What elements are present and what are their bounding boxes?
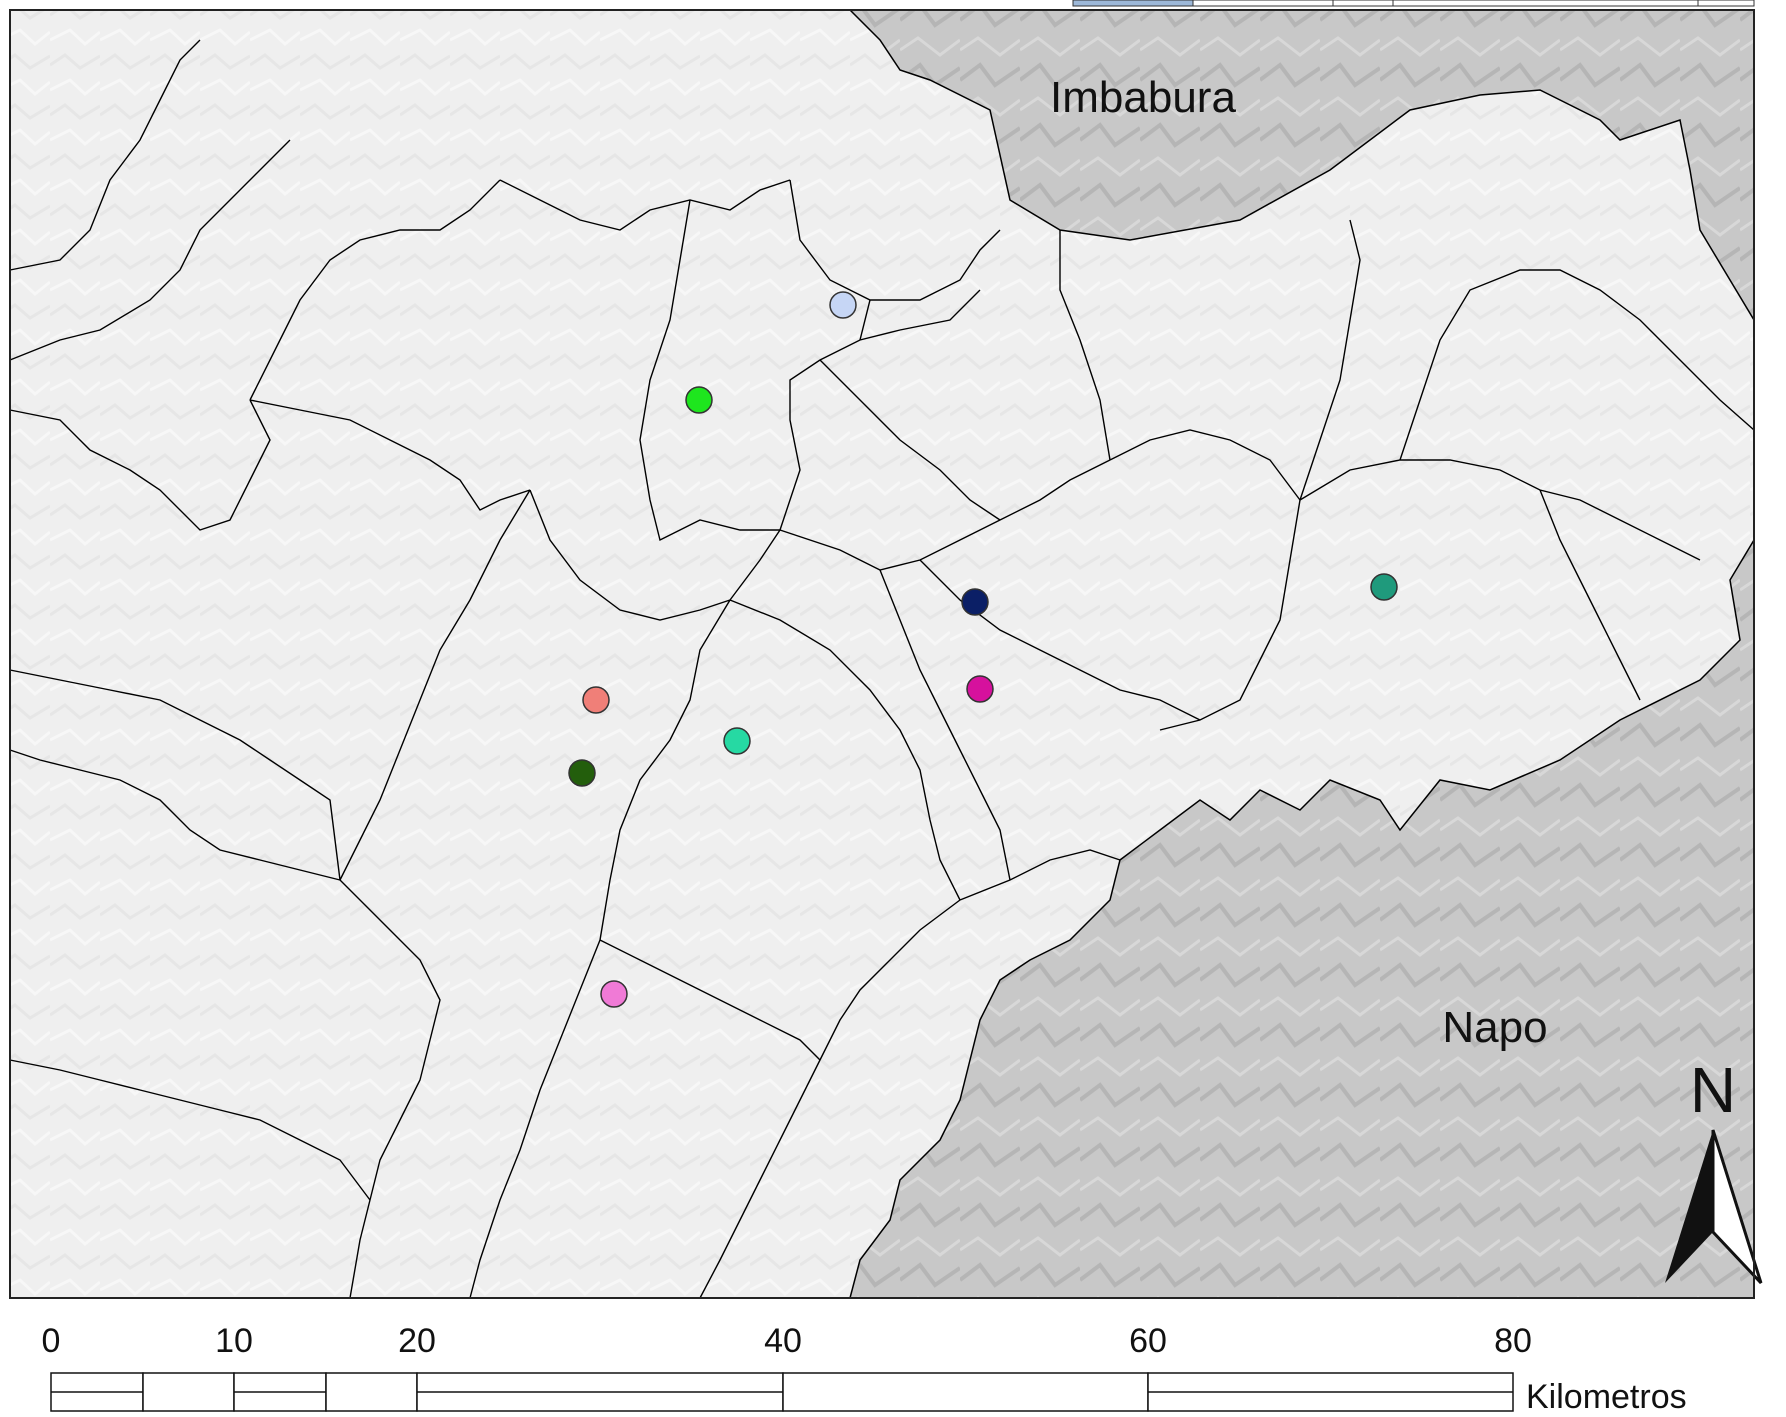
site-marker[interactable] (1370, 573, 1398, 601)
scale-segment (782, 1372, 1149, 1412)
sampling-sites (568, 291, 1398, 1008)
strip-cell (1192, 0, 1334, 7)
parish-boundaries (9, 39, 1755, 1299)
scale-tick-label: 80 (1494, 1322, 1532, 1360)
strip-cell (1697, 0, 1755, 7)
site-marker[interactable] (685, 386, 713, 414)
top-right-strip (1072, 0, 1755, 7)
north-arrow: N (1665, 1054, 1763, 1285)
strip-cell (1392, 0, 1699, 7)
site-marker[interactable] (961, 588, 989, 616)
scale-tick-label: 20 (398, 1322, 436, 1360)
site-marker[interactable] (600, 980, 628, 1008)
site-marker[interactable] (582, 686, 610, 714)
scale-segment (142, 1372, 235, 1412)
site-marker[interactable] (966, 675, 994, 703)
scale-segment (325, 1372, 418, 1412)
map-frame: Imbabura Napo N (9, 9, 1763, 1299)
north-arrow-icon (1665, 1130, 1713, 1283)
site-marker[interactable] (568, 759, 596, 787)
scale-bar: 0 10 20 40 60 80 Kilometros (42, 1322, 1687, 1416)
site-marker[interactable] (723, 727, 751, 755)
site-marker[interactable] (829, 291, 857, 319)
scale-tick-label: 0 (42, 1322, 61, 1360)
scale-tick-label: 10 (215, 1322, 253, 1360)
north-arrow-letter: N (1690, 1054, 1736, 1126)
scale-unit-label: Kilometros (1526, 1378, 1687, 1416)
strip-cell (1072, 0, 1194, 7)
scale-tick-label: 60 (1129, 1322, 1167, 1360)
strip-cell (1332, 0, 1394, 7)
study-area (9, 9, 1755, 1299)
region-label-imbabura: Imbabura (1050, 73, 1236, 122)
north-arrow-outline (1711, 1129, 1763, 1285)
map-border (9, 9, 1755, 1299)
region-label-napo: Napo (1442, 1003, 1547, 1052)
scale-tick-label: 40 (764, 1322, 802, 1360)
